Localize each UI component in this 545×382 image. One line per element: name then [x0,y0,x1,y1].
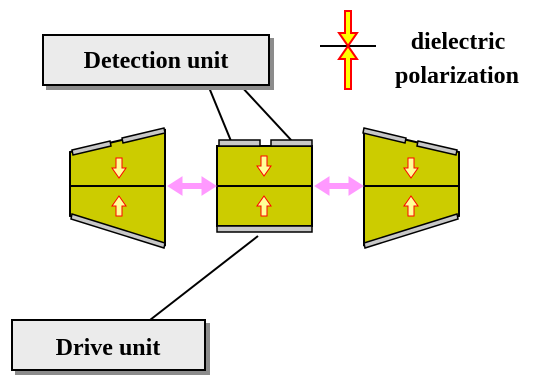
double-arrow-icon-left [167,176,217,196]
center-top-electrode-left [218,139,261,147]
center-piezo-element [216,139,313,233]
double-arrow-icon-right [314,176,364,196]
right-piezo-element [362,127,460,249]
drive-unit-box: Drive unit [11,319,206,371]
detection-leader-line-2 [239,84,293,142]
right-top-electrode [362,127,407,144]
detection-unit-box: Detection unit [42,34,270,86]
legend-text-line1: dielectric [411,29,506,55]
right-bottom-electrode [363,213,459,249]
polarization-legend: dielectric polarization [320,10,519,90]
arrow-down-icon [111,157,127,179]
left-piezo-element [69,127,166,249]
arrow-up-icon [256,195,272,217]
drive-leader-line [149,235,259,321]
arrow-up-icon [111,195,127,217]
legend-text-line2: polarization [395,63,519,89]
left-bottom-electrode [70,213,166,249]
right-top-electrode-2 [416,140,458,156]
left-top-electrode-2 [121,127,166,144]
legend-double-arrow-icon [337,10,359,90]
arrow-up-icon [403,195,419,217]
center-bottom-electrode [216,225,313,233]
center-top-electrode-right [270,139,313,147]
detection-unit-label: Detection unit [84,48,229,74]
detection-leader-line-1 [207,84,232,142]
left-top-electrode [71,140,112,156]
drive-unit-label: Drive unit [56,335,161,361]
arrow-down-icon [256,155,272,177]
arrow-down-icon [403,157,419,179]
